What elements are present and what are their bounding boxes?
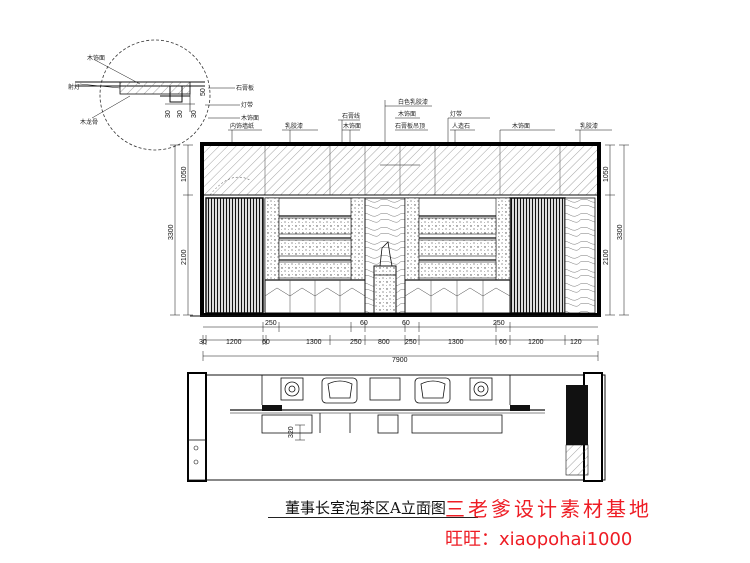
callout-label: 石膏线	[342, 112, 360, 120]
dim-upper: 250	[493, 320, 505, 327]
dim-bottom: 250	[350, 339, 362, 346]
dim-bottom: 60	[262, 339, 270, 346]
dim-bottom: 1200	[528, 339, 544, 346]
dim-left: 2100	[181, 249, 188, 265]
dim-bottom: 1200	[226, 339, 242, 346]
dim-right-total: 3300	[617, 224, 624, 240]
title-underline	[268, 517, 478, 518]
drawing-scale: 1:50	[420, 502, 436, 510]
dim-total: 7900	[392, 357, 408, 364]
dim-upper: 60	[360, 320, 368, 327]
dim-right: 2100	[603, 249, 610, 265]
dim-bottom: 800	[378, 339, 390, 346]
callout-label: 白色乳胶漆	[398, 98, 428, 106]
dim-bottom: 250	[405, 339, 417, 346]
callout-label: 石膏板吊顶	[395, 122, 425, 130]
plan-dim: 320	[288, 426, 295, 438]
dim-bottom: 30	[199, 339, 207, 346]
dim-bottom: 1300	[306, 339, 322, 346]
callout-label: 木饰面	[512, 122, 530, 130]
watermark-line-1: 三老爹设计素材基地	[445, 497, 652, 521]
detail-label: 灯带	[241, 101, 253, 109]
drawing-title: 董事长室泡茶区A立面图	[285, 499, 446, 517]
detail-label: 木饰面	[87, 54, 105, 62]
dim-bottom: 1300	[448, 339, 464, 346]
dim-upper: 60	[402, 320, 410, 327]
dim-left: 1050	[181, 166, 188, 182]
elevation-view	[190, 142, 601, 317]
ceiling-detail: 木饰面 射灯 木龙骨 石膏板 灯带 木饰面 30 30 30 50	[68, 39, 259, 151]
dim-left-total: 3300	[168, 224, 175, 240]
callout-label: 人造石	[452, 122, 470, 130]
dim-right: 1050	[603, 166, 610, 182]
dim-bottom: 120	[570, 339, 582, 346]
detail-label: 木龙骨	[80, 118, 98, 126]
detail-label: 木饰面	[241, 114, 259, 122]
detail-dim: 30	[191, 110, 198, 118]
dim-bottom: 60	[499, 339, 507, 346]
dimension-lines	[170, 144, 629, 361]
watermark-line-2: 旺旺：xiaopohai1000	[445, 529, 633, 550]
callout-label: 木饰面	[398, 110, 416, 118]
plan-view: 320	[187, 372, 606, 482]
detail-label: 射灯	[68, 83, 80, 91]
callout-label: 木饰面	[343, 122, 361, 130]
material-callouts	[228, 100, 612, 145]
callout-label: 内饰墙纸	[230, 122, 254, 130]
detail-dim: 30	[165, 110, 172, 118]
callout-label: 乳胶漆	[285, 122, 303, 130]
callout-label: 乳胶漆	[580, 122, 598, 130]
detail-label: 石膏板	[236, 84, 254, 92]
detail-dim: 30	[177, 110, 184, 118]
material-labels: 内饰墙纸 乳胶漆 石膏线 木饰面 白色乳胶漆 木饰面 石膏板吊顶 灯带 人造石 …	[230, 98, 598, 130]
dim-upper: 250	[265, 320, 277, 327]
detail-dim: 50	[200, 88, 207, 96]
callout-label: 灯带	[450, 110, 462, 118]
dimension-values: 250 60 60 250 30 1200 60 1300 250 800 25…	[168, 166, 624, 364]
